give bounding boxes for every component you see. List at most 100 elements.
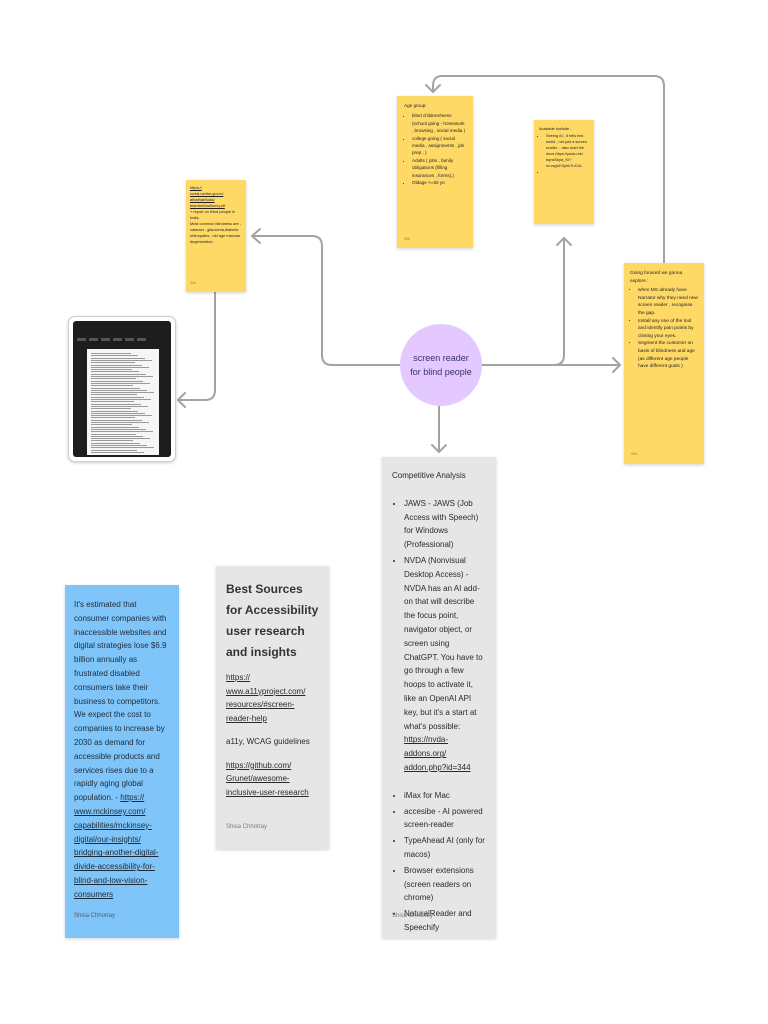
document-text-line — [91, 355, 138, 357]
age-group-list: blind children/teens (school going - hom… — [404, 112, 466, 186]
competitor-item: iMax for Mac — [404, 789, 486, 803]
document-text-line — [91, 380, 143, 382]
document-text-line — [91, 419, 142, 421]
document-text-line — [91, 385, 133, 387]
document-text-line — [91, 396, 144, 398]
age-group-item: Adults ( jobs , family obligations (fill… — [412, 157, 466, 179]
document-text-line — [91, 449, 137, 451]
document-text-line — [91, 410, 138, 412]
tools-list: Seeing AI - it tells text world , not ju… — [539, 133, 589, 175]
sticky-author: Shi — [190, 280, 196, 285]
sticky-line[interactable]: teambel/iud/iumi.pdf — [190, 203, 225, 208]
document-text-line — [91, 399, 151, 400]
a11yproject-link[interactable]: https:// www.a11yproject.com/ resources/… — [226, 673, 306, 723]
age-group-item: Oldage >=50 yo — [412, 179, 466, 186]
competitor-text: NVDA (Nonvisual Desktop Access) - NVDA h… — [404, 555, 483, 731]
sticky-author: Shi — [631, 451, 637, 457]
document-text-line — [91, 401, 134, 403]
report-document-preview — [87, 349, 159, 455]
competitive-list: JAWS - JAWS (Job Access with Speech) for… — [392, 497, 486, 935]
document-text-line — [91, 403, 141, 405]
mckinsey-stat-text: It's estimated that consumer companies w… — [74, 600, 167, 803]
document-text-line — [91, 417, 135, 419]
document-text-line — [91, 433, 136, 435]
best-sources-title: Best Sources for Accessibility user rese… — [226, 582, 319, 659]
competitor-item: JAWS - JAWS (Job Access with Speech) for… — [404, 497, 486, 552]
sticky-line[interactable]: rcntsl.nsrthe.gov.in/ — [190, 191, 224, 196]
document-text-line — [91, 371, 139, 373]
age-group-item: blind children/teens (school going - hom… — [412, 112, 466, 134]
document-text-line — [91, 445, 147, 446]
competitor-text: accesibe - AI powered screen-reader — [404, 806, 483, 830]
forward-list: when MS already have Narrator why they n… — [630, 287, 698, 371]
tools-heading: Available tool/site - — [539, 126, 572, 131]
report-screenshot-thumbnail[interactable] — [68, 316, 176, 462]
document-text-line — [91, 428, 146, 430]
github-link[interactable]: https://github.com/ Grunet/awesome- incl… — [226, 760, 309, 797]
document-text-line — [91, 408, 131, 410]
competitor-text: Browser extensions (screen readers on ch… — [404, 865, 474, 903]
card-author: Shisa Chhotray — [74, 913, 116, 920]
forward-item: Segment the customer on basis of blindne… — [638, 340, 698, 370]
nvda-addon-link[interactable]: https://nvda-addons.org/ addon.php?id=34… — [404, 735, 471, 772]
sticky-line[interactable]: https:// — [190, 185, 202, 190]
document-text-line — [91, 378, 136, 380]
document-text-line — [91, 426, 139, 428]
document-text-line — [91, 362, 135, 364]
competitor-item: NVDA (Nonvisual Desktop Access) - NVDA h… — [404, 554, 486, 775]
connector-center-to-tools — [481, 237, 565, 366]
competitor-item: NaturalReader and Speechify — [404, 907, 486, 935]
sticky-note-lines: https://rcntsl.nsrthe.gov.in/athathae/lo… — [190, 185, 242, 245]
document-text-line — [91, 353, 131, 354]
competitor-item: Browser extensions (screen readers on ch… — [404, 864, 486, 905]
document-text-line — [91, 438, 150, 440]
document-text-line — [91, 387, 140, 389]
mckinsey-link[interactable]: https:// www.mckinsey.com/ capabilities/… — [74, 793, 159, 899]
best-sources-card[interactable]: Best Sources for Accessibility user rese… — [216, 566, 329, 849]
competitor-item: accesibe - AI powered screen-reader — [404, 805, 486, 833]
sticky-note-blindness-report[interactable]: https://rcntsl.nsrthe.gov.in/athathae/lo… — [186, 180, 246, 292]
competitive-analysis-card[interactable]: Competitive Analysis JAWS - JAWS (Job Ac… — [382, 457, 496, 938]
sticky-line: + report on blind people in India. — [190, 209, 236, 220]
central-topic-node[interactable]: screen reader for blind people — [400, 324, 482, 406]
document-text-line — [91, 382, 150, 384]
document-text-line — [91, 447, 154, 449]
competitor-text: NaturalReader and Speechify — [404, 909, 472, 932]
tool-item: Seeing AI - it tells text world , not ju… — [546, 133, 589, 169]
document-text-line — [91, 422, 149, 423]
sticky-line: Most common blindness are - cataract , g… — [190, 221, 242, 244]
card-author: Shisa Chhotray — [226, 823, 268, 830]
competitor-text: TypeAhead AI (only for macos) — [404, 836, 485, 859]
forward-heading: Going forward we gonna explore : — [630, 271, 683, 284]
document-text-line — [91, 431, 153, 433]
competitor-item: TypeAhead AI (only for macos) — [404, 834, 486, 862]
tool-item — [546, 169, 589, 175]
document-text-line — [91, 369, 132, 371]
age-group-heading: Age group: — [404, 103, 427, 108]
document-text-line — [91, 451, 144, 453]
document-text-line — [91, 359, 152, 361]
forward-item: Install any one of the tool and identify… — [638, 318, 698, 341]
document-text-line — [91, 440, 133, 442]
sticky-note-going-forward[interactable]: Going forward we gonna explore : when MS… — [624, 263, 704, 464]
document-text-line — [91, 392, 154, 394]
document-text-line — [91, 442, 140, 444]
document-text-line — [91, 376, 153, 377]
competitive-title: Competitive Analysis — [392, 471, 466, 480]
sticky-line[interactable]: athathae/loda/ — [190, 197, 215, 202]
connector-forward-to-age — [432, 75, 665, 264]
sticky-note-available-tools[interactable]: Available tool/site - Seeing AI - it tel… — [534, 120, 594, 224]
connector-links-to-tablet — [177, 291, 216, 401]
central-topic-label: screen reader for blind people — [410, 353, 472, 377]
document-text-line — [91, 415, 152, 417]
document-text-line — [91, 366, 149, 368]
document-text-line — [91, 357, 145, 359]
sticky-note-age-group[interactable]: Age group: blind children/teens (school … — [397, 96, 473, 248]
mckinsey-stat-note[interactable]: It's estimated that consumer companies w… — [65, 585, 179, 938]
document-text-line — [91, 364, 142, 366]
competitor-text: iMax for Mac — [404, 790, 450, 800]
card-author: Shisa Chhotray — [392, 913, 434, 920]
sticky-author: Shi — [404, 235, 410, 241]
age-group-item: college going ( social media , assignmen… — [412, 135, 466, 157]
